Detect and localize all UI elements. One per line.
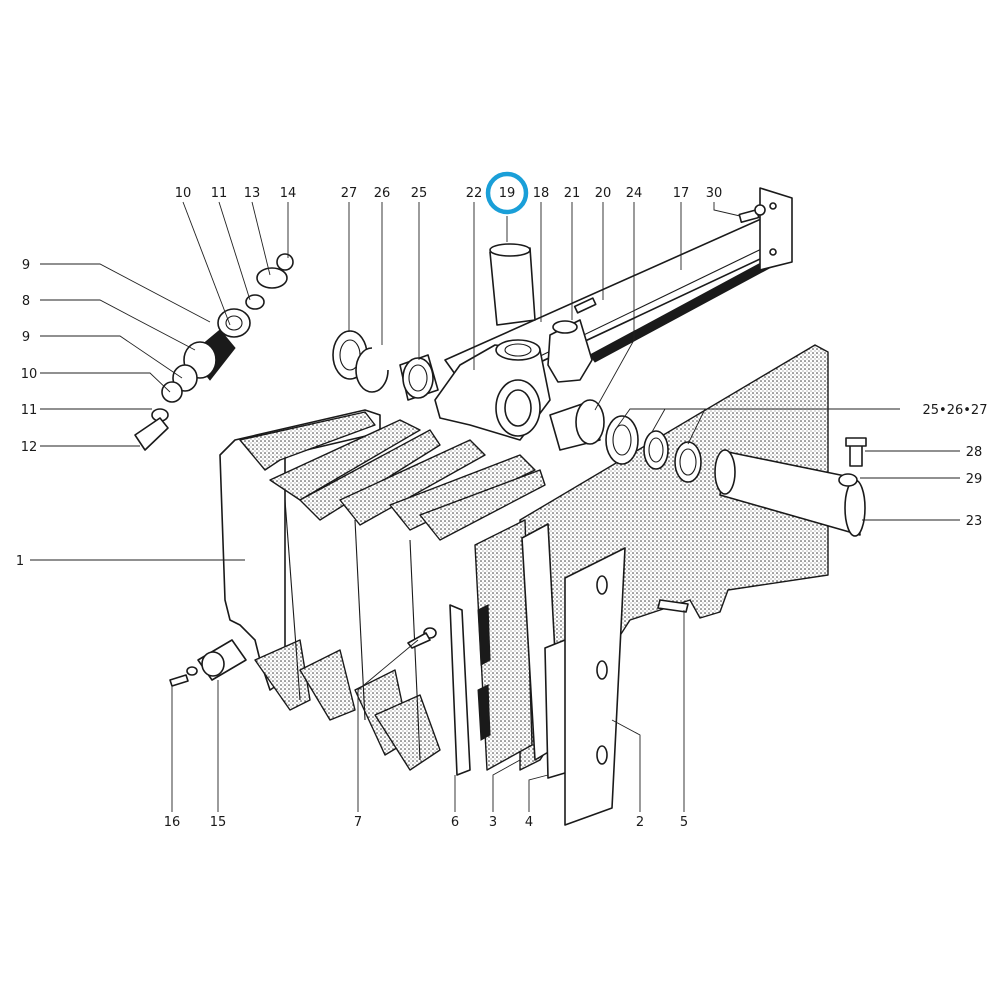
callout-3: 3 xyxy=(489,815,497,830)
clamp-bracket xyxy=(547,297,597,383)
callout-28: 28 xyxy=(966,445,983,460)
callout-5: 5 xyxy=(680,815,688,830)
callout-20: 20 xyxy=(595,186,612,201)
callout-26: 26 xyxy=(374,186,391,201)
callout-11: 11 xyxy=(21,403,38,418)
callout-24: 24 xyxy=(626,186,643,201)
strips xyxy=(449,519,689,826)
callout-9: 9 xyxy=(22,330,30,345)
callout-8: 8 xyxy=(22,294,30,309)
bushings xyxy=(549,399,702,483)
callout-4: 4 xyxy=(525,815,533,830)
callout-10: 10 xyxy=(175,186,192,201)
callout-18: 18 xyxy=(533,186,550,201)
callout-23: 23 xyxy=(966,514,983,529)
plate-stack xyxy=(219,409,546,771)
shaft xyxy=(714,437,867,537)
callout-21: 21 xyxy=(564,186,581,201)
highlight-ring xyxy=(485,171,529,215)
leader-lines xyxy=(30,201,960,812)
callout-17: 17 xyxy=(673,186,690,201)
pin xyxy=(489,243,536,326)
tee-body xyxy=(434,339,551,441)
callout-27: 27 xyxy=(341,186,358,201)
callout-12: 12 xyxy=(21,440,38,455)
callout-9: 9 xyxy=(22,258,30,273)
callout-13: 13 xyxy=(244,186,261,201)
callout-labels: 10 11 13 14 27 26 25 22 19 18 21 20 24 1… xyxy=(16,186,988,830)
callout-1: 1 xyxy=(16,554,24,569)
callout-16: 16 xyxy=(164,815,181,830)
callout-25-26-27: 25•26•27 xyxy=(923,403,988,418)
callout-19: 19 xyxy=(499,186,516,201)
callout-6: 6 xyxy=(451,815,459,830)
callout-30: 30 xyxy=(706,186,723,201)
callout-15: 15 xyxy=(210,815,227,830)
callout-10: 10 xyxy=(21,367,38,382)
callout-14: 14 xyxy=(280,186,297,201)
callout-2: 2 xyxy=(636,815,644,830)
callout-11: 11 xyxy=(211,186,228,201)
callout-7: 7 xyxy=(354,815,362,830)
callout-22: 22 xyxy=(466,186,483,201)
callout-29: 29 xyxy=(966,472,983,487)
small-parts xyxy=(169,627,437,687)
hub-stack xyxy=(134,253,294,451)
callout-25: 25 xyxy=(411,186,428,201)
left-rings xyxy=(332,330,439,401)
